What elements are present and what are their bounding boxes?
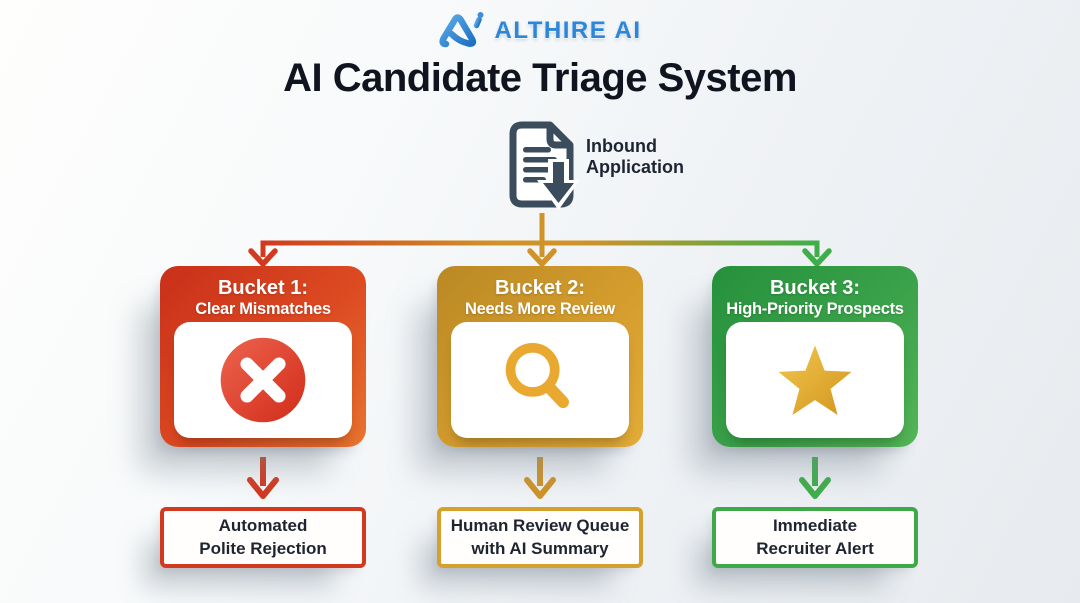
inbound-application-label: Inbound Application [586, 136, 684, 178]
bucket-3-icon-panel [726, 322, 904, 438]
magnifier-icon [505, 342, 569, 409]
outcome-box-2: Human Review Queue with AI Summary [437, 507, 643, 568]
bucket-2-icon-panel [451, 322, 629, 438]
brand-name: ALTHIRE AI [494, 17, 642, 44]
outcome-2-label: Human Review Queue with AI Summary [451, 515, 630, 559]
althire-logo-icon [438, 12, 483, 48]
outcome-3-line2: Recruiter Alert [756, 538, 874, 558]
bucket-1-heading: Bucket 1: [217, 277, 309, 299]
bucket-2-subheading: Needs More Review [465, 300, 615, 318]
brand-header: ALTHIRE AI [0, 8, 1080, 54]
outcome-3-label: Immediate Recruiter Alert [756, 515, 873, 559]
bucket-2-header: Bucket 2: Needs More Review [437, 266, 643, 319]
bucket-card-1: Bucket 1: Clear Mismatches [160, 266, 366, 447]
bucket-3-header: Bucket 3: High-Priority Prospects [712, 266, 918, 319]
outcome-2-line1: Human Review Queue [450, 516, 630, 536]
outcome-box-1: Automated Polite Rejection [160, 507, 366, 568]
outcome-1-line2: Polite Rejection [199, 538, 327, 558]
bucket-1-icon-panel [174, 322, 352, 438]
arrow-to-outcome-1 [247, 457, 279, 499]
outcome-1-label: Automated Polite Rejection [199, 515, 327, 559]
bucket-3-subheading: High-Priority Prospects [726, 300, 904, 318]
document-download-icon [509, 121, 580, 210]
bucket-3-heading: Bucket 3: [769, 277, 861, 299]
inbound-label-line1: Inbound [586, 136, 657, 156]
bucket-card-2: Bucket 2: Needs More Review [437, 266, 643, 447]
star-icon [778, 345, 852, 415]
outcome-3-line1: Immediate [772, 516, 858, 536]
arrow-to-bucket-2 [527, 248, 557, 267]
bucket-1-header: Bucket 1: Clear Mismatches [160, 266, 366, 319]
outcome-box-3: Immediate Recruiter Alert [712, 507, 918, 568]
arrow-to-bucket-3 [802, 248, 832, 267]
arrow-to-bucket-1 [248, 248, 278, 267]
bucket-card-3: Bucket 3: High-Priority Prospects [712, 266, 918, 447]
page-title: AI Candidate Triage System [283, 56, 797, 100]
outcome-1-line1: Automated [218, 516, 308, 536]
outcome-2-line2: with AI Summary [471, 538, 609, 558]
arrow-to-outcome-3 [799, 457, 831, 499]
bucket-2-heading: Bucket 2: [494, 277, 586, 299]
inbound-label-line2: Application [586, 157, 684, 178]
x-circle-icon [220, 337, 306, 423]
bucket-1-subheading: Clear Mismatches [195, 300, 331, 318]
arrow-to-outcome-2 [524, 457, 556, 499]
